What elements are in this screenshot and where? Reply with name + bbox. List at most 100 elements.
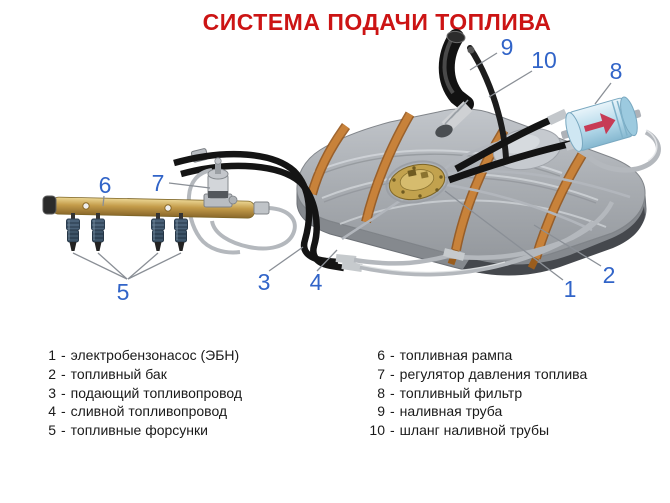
pump-bolt — [412, 166, 416, 170]
legend-item-number: 8 — [377, 384, 385, 401]
pump-bolt — [439, 175, 443, 179]
tank-strap — [532, 153, 585, 259]
rail-mount-hole — [164, 204, 172, 212]
regulator-cap — [214, 157, 222, 165]
regulator-loop-pipe — [210, 206, 297, 251]
legend-item: 3-подающий топливопровод — [43, 384, 242, 403]
callout-10: 10 — [531, 47, 557, 73]
hose-clamp — [467, 46, 475, 54]
flow-direction-arrow-icon — [583, 113, 616, 135]
callout-8: 8 — [610, 58, 623, 84]
leader-line-2 — [533, 224, 602, 267]
pressure-regulator-pipes — [186, 168, 297, 255]
injector-pin — [156, 213, 160, 220]
injector-tip — [94, 242, 102, 251]
regulator-return-pipe — [186, 168, 241, 255]
fuel-injectors — [66, 213, 188, 251]
leader-line-10 — [488, 70, 533, 98]
legend-item-separator: - — [61, 365, 66, 382]
legend-item-text: сливной топливопровод — [70, 403, 228, 420]
regulator-fitting — [228, 195, 238, 205]
leader-line-9 — [469, 52, 498, 71]
leader-line-3 — [268, 246, 304, 272]
pressure-regulator — [203, 157, 238, 208]
injector-tip — [177, 242, 185, 251]
legend-item-text: наливная труба — [399, 403, 503, 420]
legend-item-number: 6 — [377, 347, 385, 363]
legend-item: 10-шланг наливной трубы — [348, 421, 587, 440]
rail-mount-hole — [82, 202, 90, 210]
injector-body — [174, 218, 188, 231]
legend-item-separator: - — [390, 347, 395, 363]
injector-pin — [71, 213, 75, 220]
legend-item-text: электробензонасос (ЭБН) — [70, 347, 240, 363]
leader-line-5 — [72, 252, 128, 280]
pump-bolt — [418, 194, 422, 198]
leader-line-5 — [127, 252, 182, 280]
rail-outlet-coupling — [253, 201, 270, 215]
callout-4: 4 — [310, 269, 323, 295]
leader-line-4 — [316, 249, 338, 272]
legend-item-text: подающий топливопровод — [70, 384, 242, 401]
legend-item-number: 10 — [369, 422, 385, 439]
tank-strap — [362, 112, 414, 223]
callout-3: 3 — [258, 269, 271, 295]
injector-tip — [154, 242, 162, 251]
filler-tube-opening — [446, 30, 466, 44]
legend-item-separator: - — [390, 384, 395, 401]
legend-item-separator: - — [61, 384, 66, 401]
fuel-lines — [173, 148, 615, 277]
callout-9: 9 — [501, 34, 514, 60]
legend-item-text: топливный фильтр — [399, 384, 523, 401]
callout-1: 1 — [564, 276, 577, 302]
line-coupling — [341, 261, 363, 272]
legend-item-number: 5 — [48, 422, 56, 439]
legend-item-separator: - — [61, 347, 66, 363]
fuel-injector — [151, 213, 165, 251]
legend-item-number: 1 — [48, 347, 56, 363]
filter-left-cap — [565, 112, 583, 152]
fuel-filter — [560, 96, 642, 152]
callout-7: 7 — [152, 170, 165, 196]
rail-end-cap — [42, 195, 57, 215]
fuel-injector — [91, 213, 105, 251]
page-title: СИСТЕМА ПОДАЧИ ТОПЛИВА — [202, 9, 552, 35]
legend-item-text: регулятор давления топлива — [399, 365, 588, 382]
filler-tube-highlight — [442, 39, 455, 95]
line-coupling — [335, 254, 357, 264]
injector-body — [151, 218, 165, 231]
leader-line-1 — [444, 190, 564, 281]
legend-item-text: топливные форсунки — [70, 422, 208, 439]
callout-6: 6 — [99, 172, 112, 198]
injector-pin — [96, 213, 100, 220]
legend-item: 4-сливной топливопровод — [43, 402, 242, 421]
legend-item-text: топливная рампа — [399, 347, 513, 363]
legend-item-number: 7 — [377, 365, 385, 382]
legend-item-number: 3 — [48, 384, 56, 401]
legend-item-number: 4 — [48, 403, 56, 420]
legend-column-right: 6-топливная рампа 7-регулятор давления т… — [348, 346, 587, 440]
fuel-system-diagram: 1 2 3 4 5 6 7 8 9 10 — [42, 29, 661, 305]
legend-item: 1-электробензонасос (ЭБН) — [43, 346, 242, 365]
filler-tube — [435, 29, 474, 138]
legend-item: 7-регулятор давления топлива — [348, 365, 587, 384]
injector-tip — [69, 242, 77, 251]
legend-item: 5-топливные форсунки — [43, 421, 242, 440]
injector-pin — [179, 213, 183, 220]
callout-5: 5 — [117, 279, 130, 305]
leader-line-8 — [594, 82, 612, 105]
leader-line-7 — [168, 182, 211, 189]
injector-body — [66, 218, 80, 231]
filter-ring — [611, 101, 624, 139]
callout-2: 2 — [603, 262, 616, 288]
legend-item-text: шланг наливной трубы — [399, 422, 550, 439]
filler-tube-body — [438, 29, 474, 112]
pump-fitting — [420, 171, 429, 179]
pump-bolt — [392, 178, 396, 182]
filler-sleeve-rib — [444, 111, 457, 125]
legend-item-separator: - — [390, 403, 395, 420]
pump-fitting — [407, 169, 417, 177]
legend-item: 6-топливная рампа — [348, 346, 587, 365]
pump-bolt — [401, 190, 405, 194]
